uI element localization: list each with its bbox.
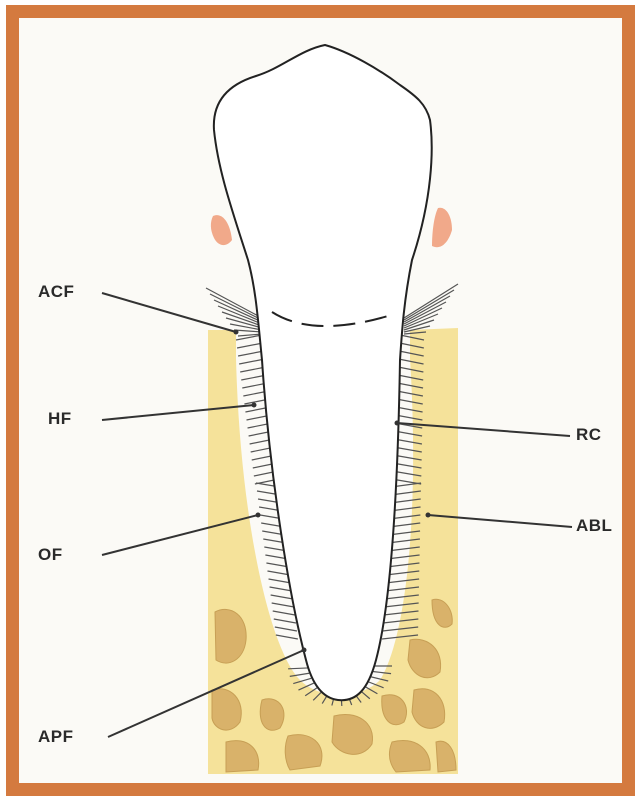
label-acf: ACF [38,282,74,302]
gingiva-right [432,208,452,247]
label-apf: APF [38,727,74,747]
gingiva-left [211,215,232,245]
label-abl: ABL [576,516,612,536]
label-rc: RC [576,425,602,445]
leader-acf [102,293,236,332]
label-of: OF [38,545,63,565]
label-hf: HF [48,409,72,429]
